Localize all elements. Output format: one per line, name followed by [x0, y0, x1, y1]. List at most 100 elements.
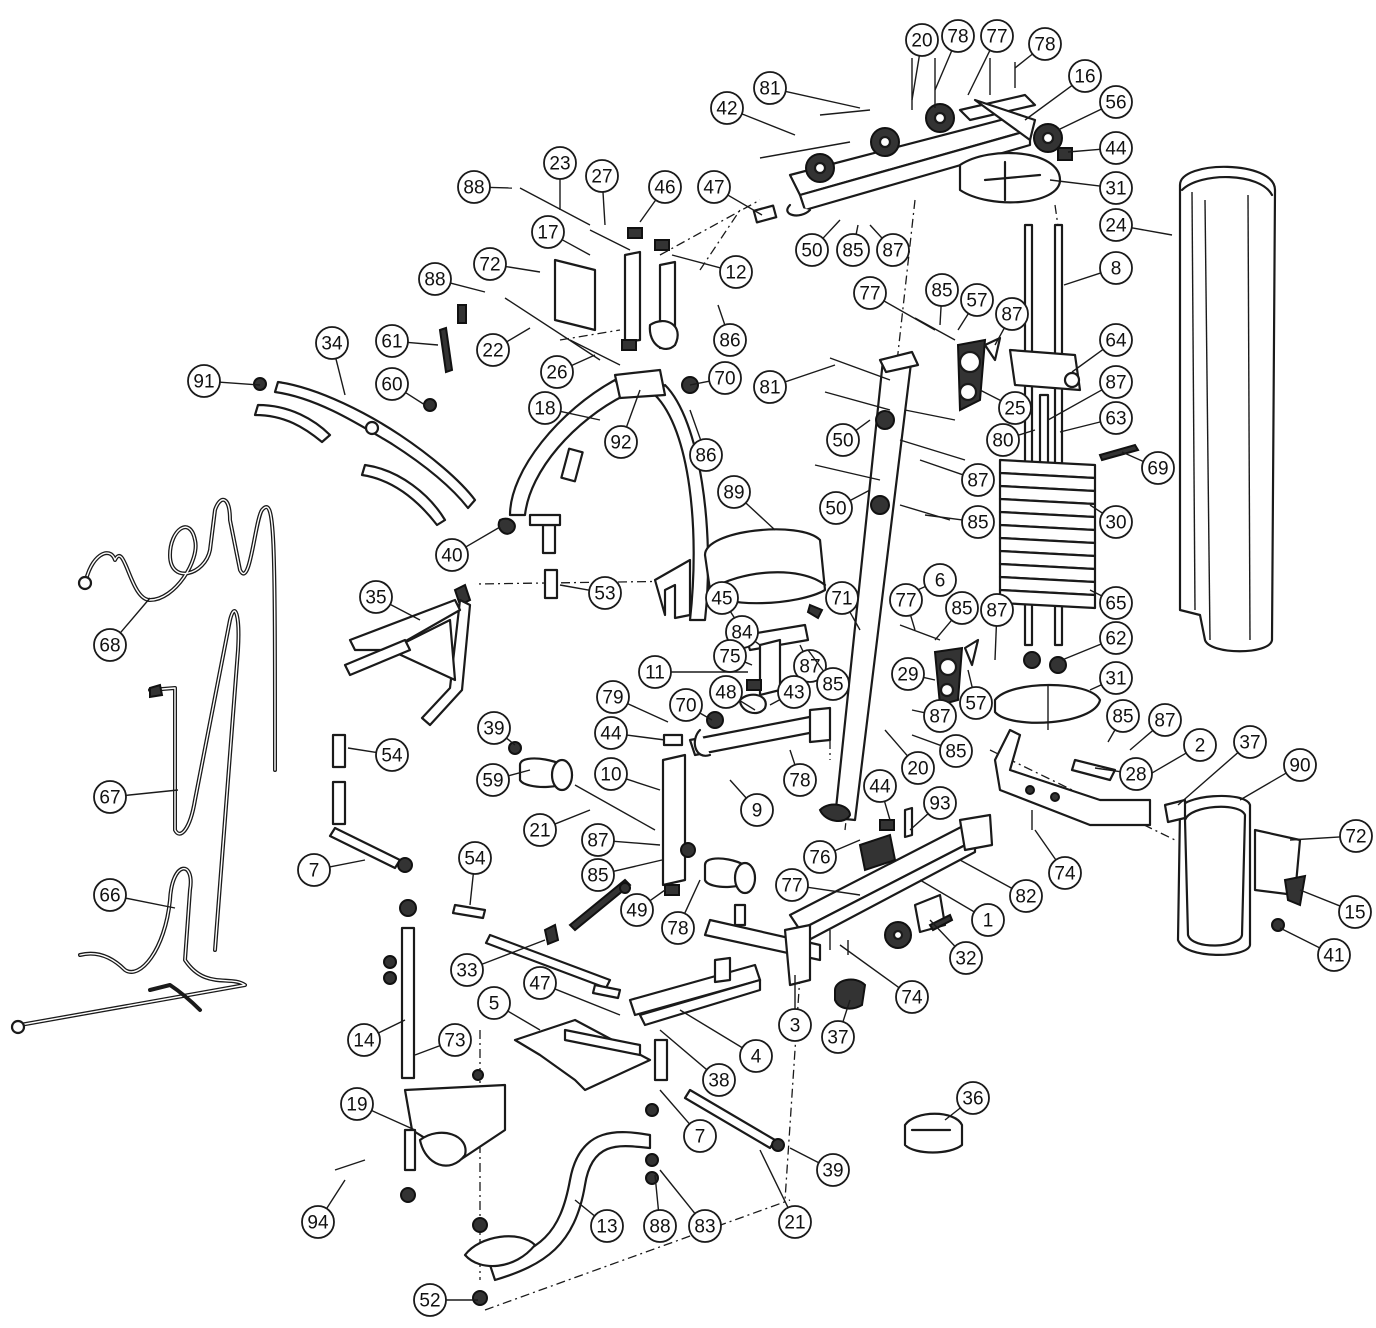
callout-7: 7: [297, 853, 366, 887]
callout-circle: [697, 170, 731, 204]
callout-20: 20: [884, 729, 935, 785]
callout-circle: [923, 786, 957, 820]
callout-78: 78: [934, 19, 975, 91]
callout-77: 77: [853, 276, 936, 331]
leader-line: [481, 939, 546, 965]
callout-circle: [1106, 699, 1140, 733]
leader-line: [347, 747, 377, 754]
part-number: 54: [381, 746, 403, 767]
part-number: 67: [99, 788, 120, 809]
callout-circle: [778, 1205, 812, 1239]
leader-line: [119, 597, 151, 634]
part-number: 50: [832, 431, 853, 452]
callout-circle: [895, 980, 929, 1014]
part-number: 42: [716, 99, 737, 120]
leader-line: [923, 676, 936, 681]
callout-circle: [435, 538, 469, 572]
callout-circle: [1233, 725, 1267, 759]
part-number: 87: [799, 657, 820, 678]
callout-circle: [1068, 59, 1102, 93]
leader-line: [1239, 772, 1287, 801]
callout-4: 4: [679, 1009, 773, 1073]
part-number: 8: [1111, 259, 1122, 280]
callout-45: 45: [705, 581, 743, 631]
callout-39: 39: [789, 1147, 850, 1187]
callout-47: 47: [523, 966, 621, 1016]
callout-circle: [1099, 621, 1133, 655]
part-number: 19: [346, 1095, 367, 1116]
leader-line: [469, 873, 475, 906]
callout-circle: [980, 593, 1014, 627]
callout-52: 52: [413, 1283, 478, 1317]
leader-line: [659, 1169, 696, 1214]
leader-line: [919, 879, 975, 913]
callout-circle: [477, 986, 511, 1020]
part-number: 86: [695, 446, 716, 467]
callout-circle: [594, 757, 628, 791]
part-number: 76: [809, 848, 830, 869]
callout-59: 59: [476, 763, 531, 797]
part-number: 87: [1001, 305, 1022, 326]
callout-circle: [1099, 661, 1133, 695]
callout-circle: [719, 255, 753, 289]
callout-50: 50: [819, 489, 871, 525]
leader-line: [405, 391, 426, 406]
leader-line: [602, 191, 606, 226]
callout-17: 17: [531, 215, 591, 256]
cables: [10, 497, 277, 1035]
callout-circle: [1099, 85, 1133, 119]
callout-80: 80: [986, 423, 1036, 457]
callout-circle: [689, 438, 723, 472]
leader-line: [911, 55, 921, 101]
leader-line: [1299, 889, 1341, 907]
leader-line: [1057, 108, 1102, 131]
callout-74: 74: [1034, 829, 1082, 890]
callout-72: 72: [1289, 819, 1373, 853]
callout-circle: [315, 326, 349, 360]
part-number: 87: [587, 831, 608, 852]
part-number: 86: [719, 331, 740, 352]
part-number: 28: [1125, 765, 1146, 786]
part-number: 73: [444, 1031, 465, 1052]
leader-line: [1107, 729, 1116, 743]
callout-83: 83: [659, 1169, 722, 1243]
callout-circle: [523, 966, 557, 1000]
part-number: 48: [715, 683, 736, 704]
callout-2: 2: [1139, 728, 1217, 781]
leader-line: [1089, 589, 1103, 597]
callout-circle: [971, 903, 1005, 937]
leader-line: [909, 813, 929, 831]
callout-circle: [739, 1039, 773, 1073]
leader-line: [849, 611, 861, 631]
callout-11: 11: [638, 655, 748, 689]
leader-line: [957, 313, 970, 331]
callout-15: 15: [1299, 889, 1372, 929]
leader-line: [574, 1199, 596, 1217]
callout-circle: [581, 858, 615, 892]
callout-86: 86: [713, 304, 747, 357]
callout-circle: [638, 655, 672, 689]
leader-line: [508, 769, 531, 777]
part-number: 62: [1105, 629, 1126, 650]
leader-line: [659, 1089, 691, 1125]
leader-line: [560, 410, 601, 421]
leader-line: [1121, 451, 1144, 463]
part-number: 5: [489, 994, 500, 1015]
callout-circle: [643, 1209, 677, 1243]
part-number: 85: [951, 599, 972, 620]
leader-line: [1177, 752, 1239, 806]
callout-16: 16: [1024, 59, 1102, 121]
base-frame: [628, 803, 994, 1027]
leader-line: [789, 749, 796, 766]
callout-circle: [901, 751, 935, 785]
callout-circle: [594, 716, 628, 750]
callout-43: 43: [769, 675, 811, 709]
callout-circle: [458, 841, 492, 875]
callout-13: 13: [574, 1199, 624, 1243]
callout-87: 87: [1047, 365, 1133, 421]
part-number: 78: [789, 771, 810, 792]
callout-circle: [803, 840, 837, 874]
part-number: 72: [1345, 827, 1366, 848]
part-number: 37: [1239, 733, 1260, 754]
callout-circle: [708, 361, 742, 395]
